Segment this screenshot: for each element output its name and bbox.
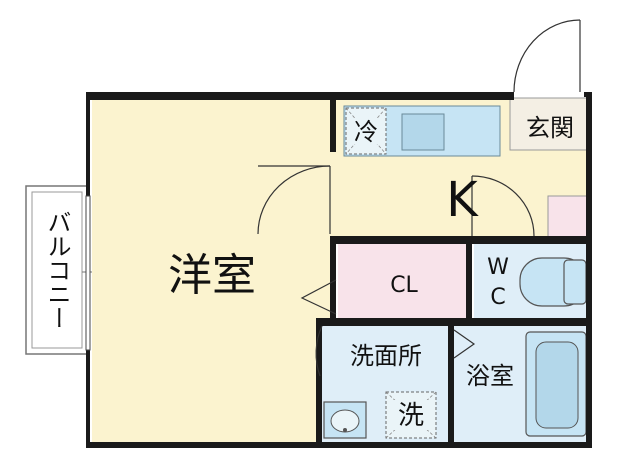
western-room-door — [257, 165, 331, 235]
western-room-label: 洋室 — [168, 250, 256, 301]
fridge — [345, 107, 387, 155]
washroom-door — [315, 325, 323, 377]
entrance-label: 玄関 — [526, 114, 574, 142]
balcony-window — [85, 195, 91, 351]
bathroom-door — [453, 329, 476, 359]
toilet-door — [471, 175, 535, 237]
bathroom-label: 浴室 — [466, 362, 514, 390]
shoe-cabinet — [547, 195, 589, 239]
bathtub — [525, 331, 587, 437]
fridge-label: 冷 — [354, 118, 378, 146]
closet-floor — [338, 244, 470, 322]
entrance-floor — [509, 97, 591, 151]
toilet-label-line2: C — [490, 285, 505, 310]
toilet-label-line1: W — [487, 255, 509, 280]
washbasin — [323, 401, 367, 439]
balcony-label: バルコニー — [43, 210, 71, 330]
balcony — [25, 185, 96, 355]
entrance-door — [513, 19, 581, 93]
closet-label: CL — [390, 273, 418, 298]
washroom-label: 洗面所 — [350, 342, 422, 370]
western-room-floor — [92, 98, 334, 442]
washer-label: 洗 — [398, 401, 424, 431]
closet-door — [300, 279, 337, 315]
kitchen-label: K — [446, 172, 479, 228]
toilet-fixture — [519, 257, 587, 307]
washer — [385, 391, 437, 439]
